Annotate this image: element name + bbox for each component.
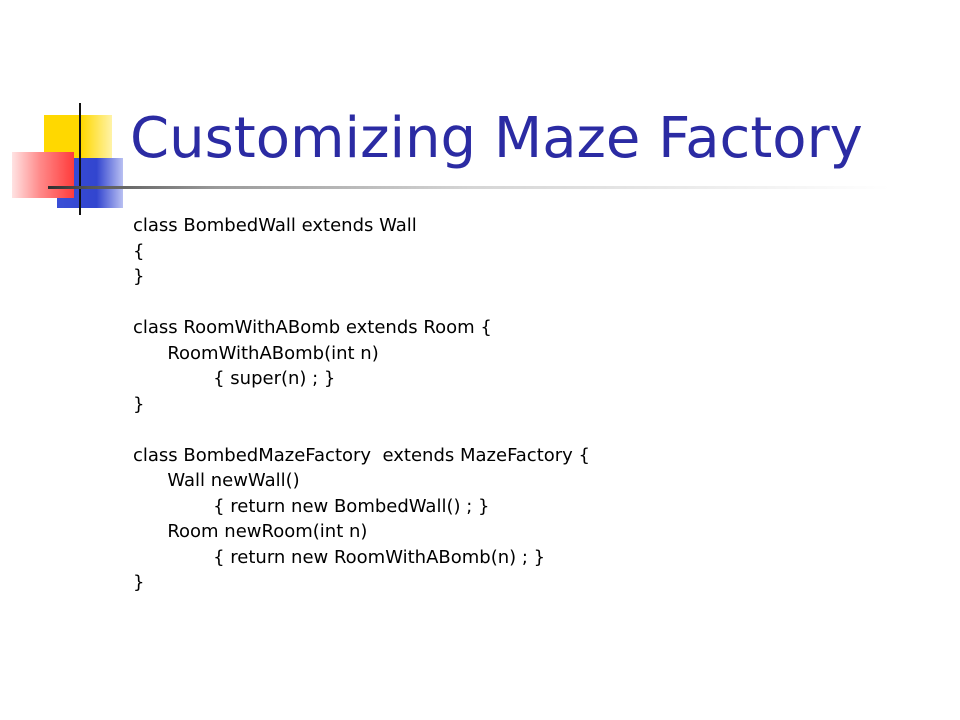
code-line: } xyxy=(133,572,145,593)
title-underline xyxy=(48,186,890,189)
code-block: class BombedWall extends Wall { } class … xyxy=(133,213,590,596)
code-line: { super(n) ; } xyxy=(133,368,336,389)
code-line: class BombedMazeFactory extends MazeFact… xyxy=(133,444,590,466)
code-line xyxy=(133,417,590,443)
code-line: { return new BombedWall() ; } xyxy=(133,495,490,517)
code-line: } xyxy=(133,266,145,287)
corner-decoration-red-bar xyxy=(12,152,74,198)
corner-decoration-vertical-line xyxy=(79,103,81,215)
slide-title: Customizing Maze Factory xyxy=(130,106,863,171)
code-line xyxy=(133,290,590,316)
code-line: RoomWithABomb(int n) xyxy=(133,342,379,364)
code-line: { xyxy=(133,240,145,262)
code-line: } xyxy=(133,393,145,415)
code-line: class BombedWall extends Wall xyxy=(133,215,417,236)
code-line: Wall newWall() xyxy=(133,470,300,491)
code-line: Room newRoom(int n) xyxy=(133,521,368,542)
code-line: { return new RoomWithABomb(n) ; } xyxy=(133,546,546,568)
code-line: class RoomWithABomb extends Room { xyxy=(133,317,492,338)
